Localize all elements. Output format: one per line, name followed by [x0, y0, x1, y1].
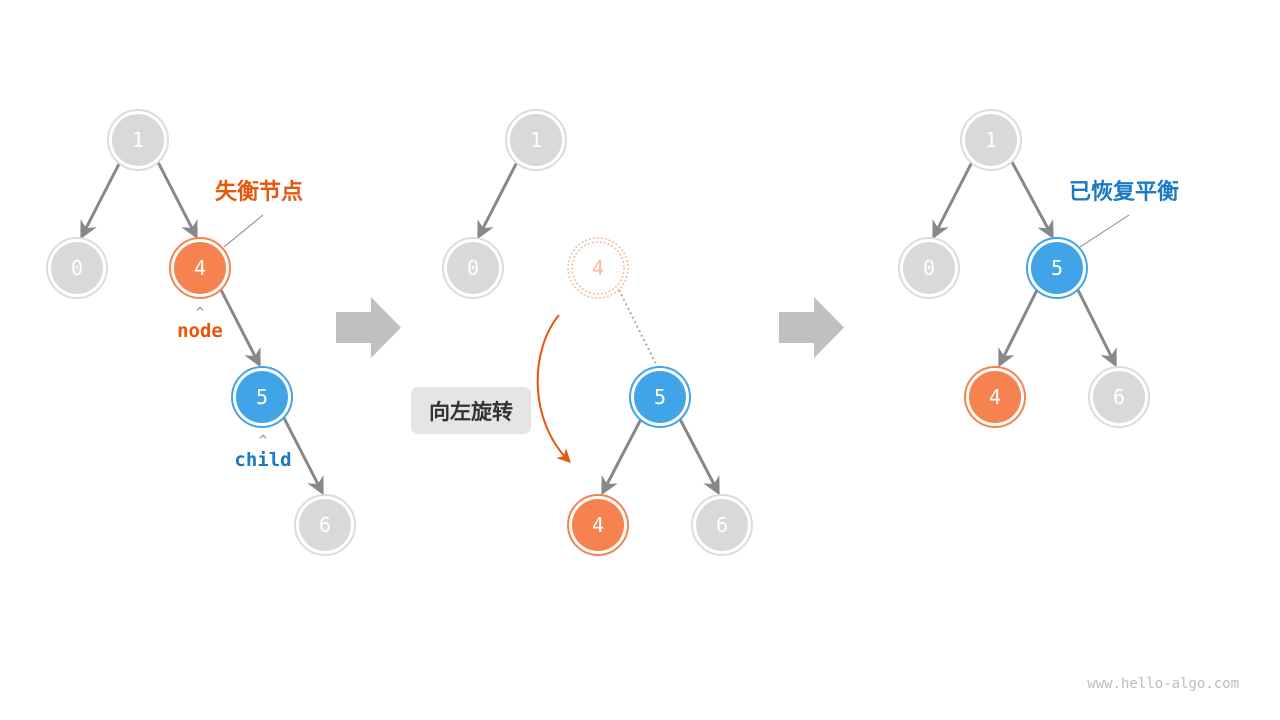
- svg-text:6: 6: [319, 513, 331, 537]
- svg-text:0: 0: [71, 256, 83, 280]
- svg-text:1: 1: [985, 128, 997, 152]
- watermark: www.hello-algo.com: [1087, 676, 1239, 692]
- panel-3-node-5-balanced: 5: [1026, 237, 1088, 299]
- panel-1-node-1: 1: [107, 109, 169, 171]
- panel-3-node-0: 0: [898, 237, 960, 299]
- panel-1-node-4-unbalanced: 4: [169, 237, 231, 299]
- svg-text:5: 5: [256, 385, 268, 409]
- panel-1-edges: [80, 161, 324, 496]
- panel-2-node-0: 0: [442, 237, 504, 299]
- panel-2-node-5: 5: [629, 366, 691, 428]
- child-pointer-caret-icon: ^: [257, 433, 269, 447]
- panel-2-ghost-node-4: 4: [567, 237, 629, 299]
- rotate-left-label: 向左旋转: [429, 399, 513, 424]
- panel-3-node-6: 6: [1088, 366, 1150, 428]
- panel-2-node-6: 6: [691, 494, 753, 556]
- rotate-left-label-box: 向左旋转: [411, 387, 531, 434]
- svg-text:4: 4: [592, 513, 604, 537]
- svg-text:6: 6: [716, 513, 728, 537]
- svg-text:0: 0: [467, 256, 479, 280]
- svg-text:5: 5: [1051, 256, 1063, 280]
- panel-3-node-4: 4: [964, 366, 1026, 428]
- svg-text:1: 1: [530, 128, 542, 152]
- child-pointer-label: child: [234, 449, 292, 471]
- panel-1-node-0: 0: [46, 237, 108, 299]
- step-arrow-icon-1: [336, 297, 401, 358]
- svg-text:6: 6: [1113, 385, 1125, 409]
- svg-text:4: 4: [592, 256, 604, 280]
- node-pointer-label: node: [177, 320, 223, 342]
- panel-2-node-4: 4: [567, 494, 629, 556]
- panel-1-node-6: 6: [294, 494, 356, 556]
- svg-text:0: 0: [923, 256, 935, 280]
- rotate-left-curved-arrow-icon: [536, 314, 571, 463]
- svg-text:4: 4: [194, 256, 206, 280]
- balanced-annotation: 已恢复平衡: [1069, 180, 1180, 205]
- svg-text:4: 4: [989, 385, 1001, 409]
- step-arrow-icon-2: [779, 297, 844, 358]
- node-pointer-caret-icon: ^: [194, 305, 206, 319]
- svg-text:1: 1: [132, 128, 144, 152]
- panel-2-node-1: 1: [505, 109, 567, 171]
- svg-text:5: 5: [654, 385, 666, 409]
- panel-3-edges: [932, 161, 1130, 368]
- panel-1-node-5-child: 5: [231, 366, 293, 428]
- panel-2-edges: [477, 161, 720, 496]
- panel-3-node-1: 1: [960, 109, 1022, 171]
- unbalanced-node-annotation: 失衡节点: [215, 180, 304, 205]
